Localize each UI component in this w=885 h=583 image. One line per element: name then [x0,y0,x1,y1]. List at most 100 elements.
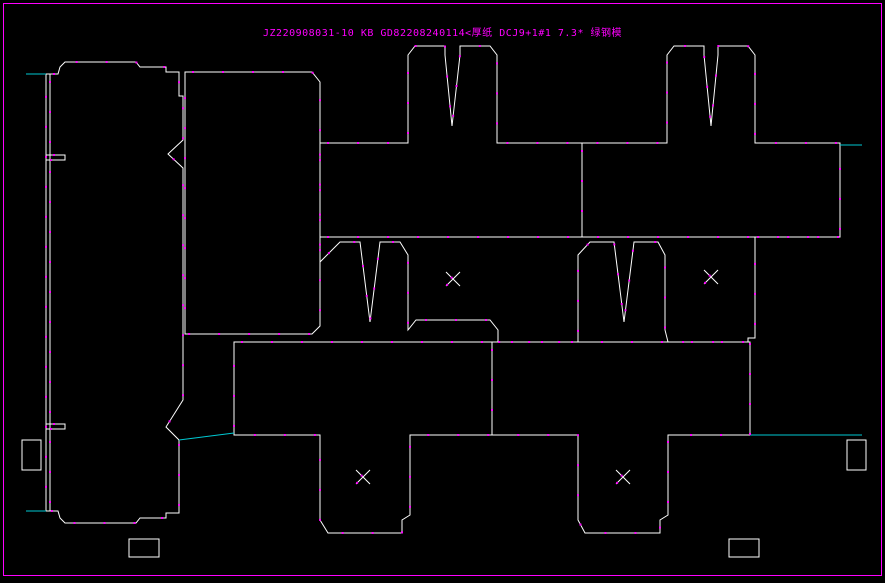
crease-mark [579,523,582,526]
crease-mark [361,341,363,343]
crease-mark [45,245,48,248]
crease-mark [407,72,409,74]
crease-mark [491,349,493,351]
crease-mark [327,142,329,144]
crease-mark [417,236,419,238]
crease-mark [684,45,687,47]
crease-mark [804,142,807,144]
crease-mark [182,137,184,140]
crease-mark [409,445,411,448]
crease-mark [454,319,457,321]
crease-mark [717,236,719,238]
crease-mark [233,424,235,427]
crease-mark [373,287,376,290]
crease-mark [491,409,493,411]
crease-mark [50,510,53,512]
crease-mark [49,81,52,83]
crease-mark [774,142,777,144]
crease-mark [241,341,243,343]
crease-mark [407,132,409,134]
crease-mark [45,155,48,158]
crease-mark [817,236,820,238]
crease-mark [45,485,48,488]
crease-mark [547,434,550,436]
crease-mark [178,443,180,446]
crease-mark [690,434,692,436]
crease-mark [188,333,191,335]
crease-mark [45,185,48,188]
crease-mark [620,302,623,305]
crease-mark [184,157,186,160]
crease-mark [49,321,52,323]
crease-mark [839,227,841,230]
crease-mark [319,458,321,461]
crease-mark [511,341,513,343]
crease-mark [597,236,599,238]
crease-mark [391,341,393,343]
crease-mark [757,236,760,238]
crease-mark [586,243,589,246]
crease-mark [407,261,409,264]
crease-mark [507,236,509,238]
x-mark-4 [615,469,631,485]
crease-mark [706,85,709,88]
crease-mark [49,471,51,473]
crease-mark [387,236,389,238]
crease-mark [182,334,184,337]
crease-mark [661,341,663,343]
crease-mark [704,281,707,284]
crease-mark [624,309,627,312]
crease-mark [178,503,180,506]
crease-mark [631,249,634,252]
crease-mark [567,236,569,238]
crease-mark [414,45,417,47]
crease-mark [135,61,138,64]
crease-mark [498,341,501,343]
crease-mark [747,236,749,238]
crease-mark [620,474,623,477]
crease-mark [634,532,637,534]
crease-mark [754,322,756,325]
crease-mark [407,321,409,324]
crease-mark [45,455,48,458]
crease-mark [192,71,194,73]
crease-mark [558,341,561,343]
crease-mark [313,434,316,436]
crease-mark [720,434,722,436]
crease-mark [50,428,52,430]
crease-mark [49,441,52,443]
crease-mark [664,326,666,329]
crease-markers [45,45,841,534]
crease-mark [452,114,455,117]
crease-mark [53,154,55,156]
crease-mark [491,379,493,381]
crease-mark [577,434,579,437]
crease-mark [834,142,837,144]
crease-mark [596,142,599,144]
crease-mark [478,45,481,47]
crease-mark [369,317,372,320]
crease-mark [749,343,751,345]
crease-mark [319,249,321,252]
left-panel-edge-notch-top [46,154,66,161]
crease-mark [319,99,321,102]
crease-mark [49,141,52,143]
crease-mark [319,213,321,216]
crease-mark [182,244,184,247]
crease-mark [45,395,48,398]
crease-mark [447,236,449,238]
crease-mark [49,351,52,353]
crease-mark [409,505,411,508]
crease-mark [742,341,745,343]
crease-mark [360,474,363,477]
registration-box-bottom-right [728,538,760,558]
crease-mark [407,291,409,294]
crease-mark [353,241,356,243]
crease-mark [319,279,321,282]
crease-mark [49,201,52,203]
crease-mark [839,167,841,170]
crease-mark [577,494,579,497]
crease-mark [712,104,715,107]
x-mark-1 [445,271,461,287]
